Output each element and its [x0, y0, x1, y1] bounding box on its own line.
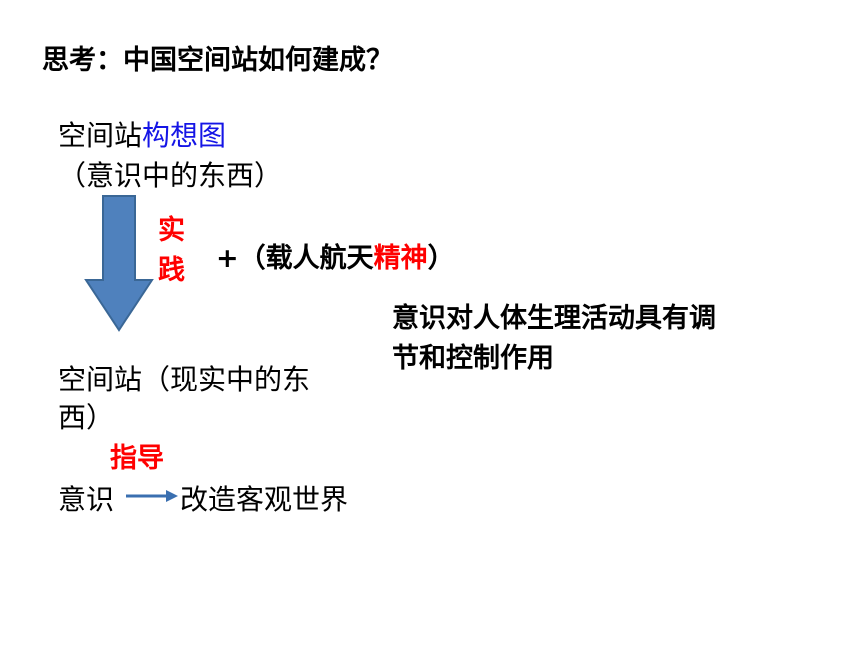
guide-label: 指导 — [110, 443, 164, 474]
spirit-label: +（载人航天精神） — [216, 236, 455, 275]
concept-note: （意识中的东西） — [58, 159, 283, 192]
concept-highlight: 构想图 — [142, 119, 227, 152]
reality-line2: 西） — [58, 401, 115, 434]
page-title: 思考：中国空间站如何建成？ — [42, 45, 393, 76]
spirit-plus: +（ — [216, 243, 266, 274]
spirit-close: ） — [427, 243, 455, 274]
reality-line1: 空间站（现实中的东 — [58, 363, 311, 396]
right-arrow-icon — [126, 490, 178, 502]
spirit-highlight: 精神 — [373, 243, 428, 274]
concept-prefix: 空间站 — [58, 119, 143, 152]
guide-right-text: 改造客观世界 — [180, 483, 349, 516]
effect-line1: 意识对人体生理活动具有调 — [392, 303, 716, 334]
down-arrow-icon — [84, 195, 154, 332]
practice-label-line1: 实 — [158, 215, 185, 246]
spirit-normal: 载人航天 — [265, 243, 374, 274]
guide-left-text: 意识 — [58, 483, 115, 516]
practice-label-line2: 践 — [158, 255, 185, 286]
effect-line2: 节和控制作用 — [392, 343, 554, 374]
concept-heading: 空间站构想图 — [58, 114, 226, 154]
